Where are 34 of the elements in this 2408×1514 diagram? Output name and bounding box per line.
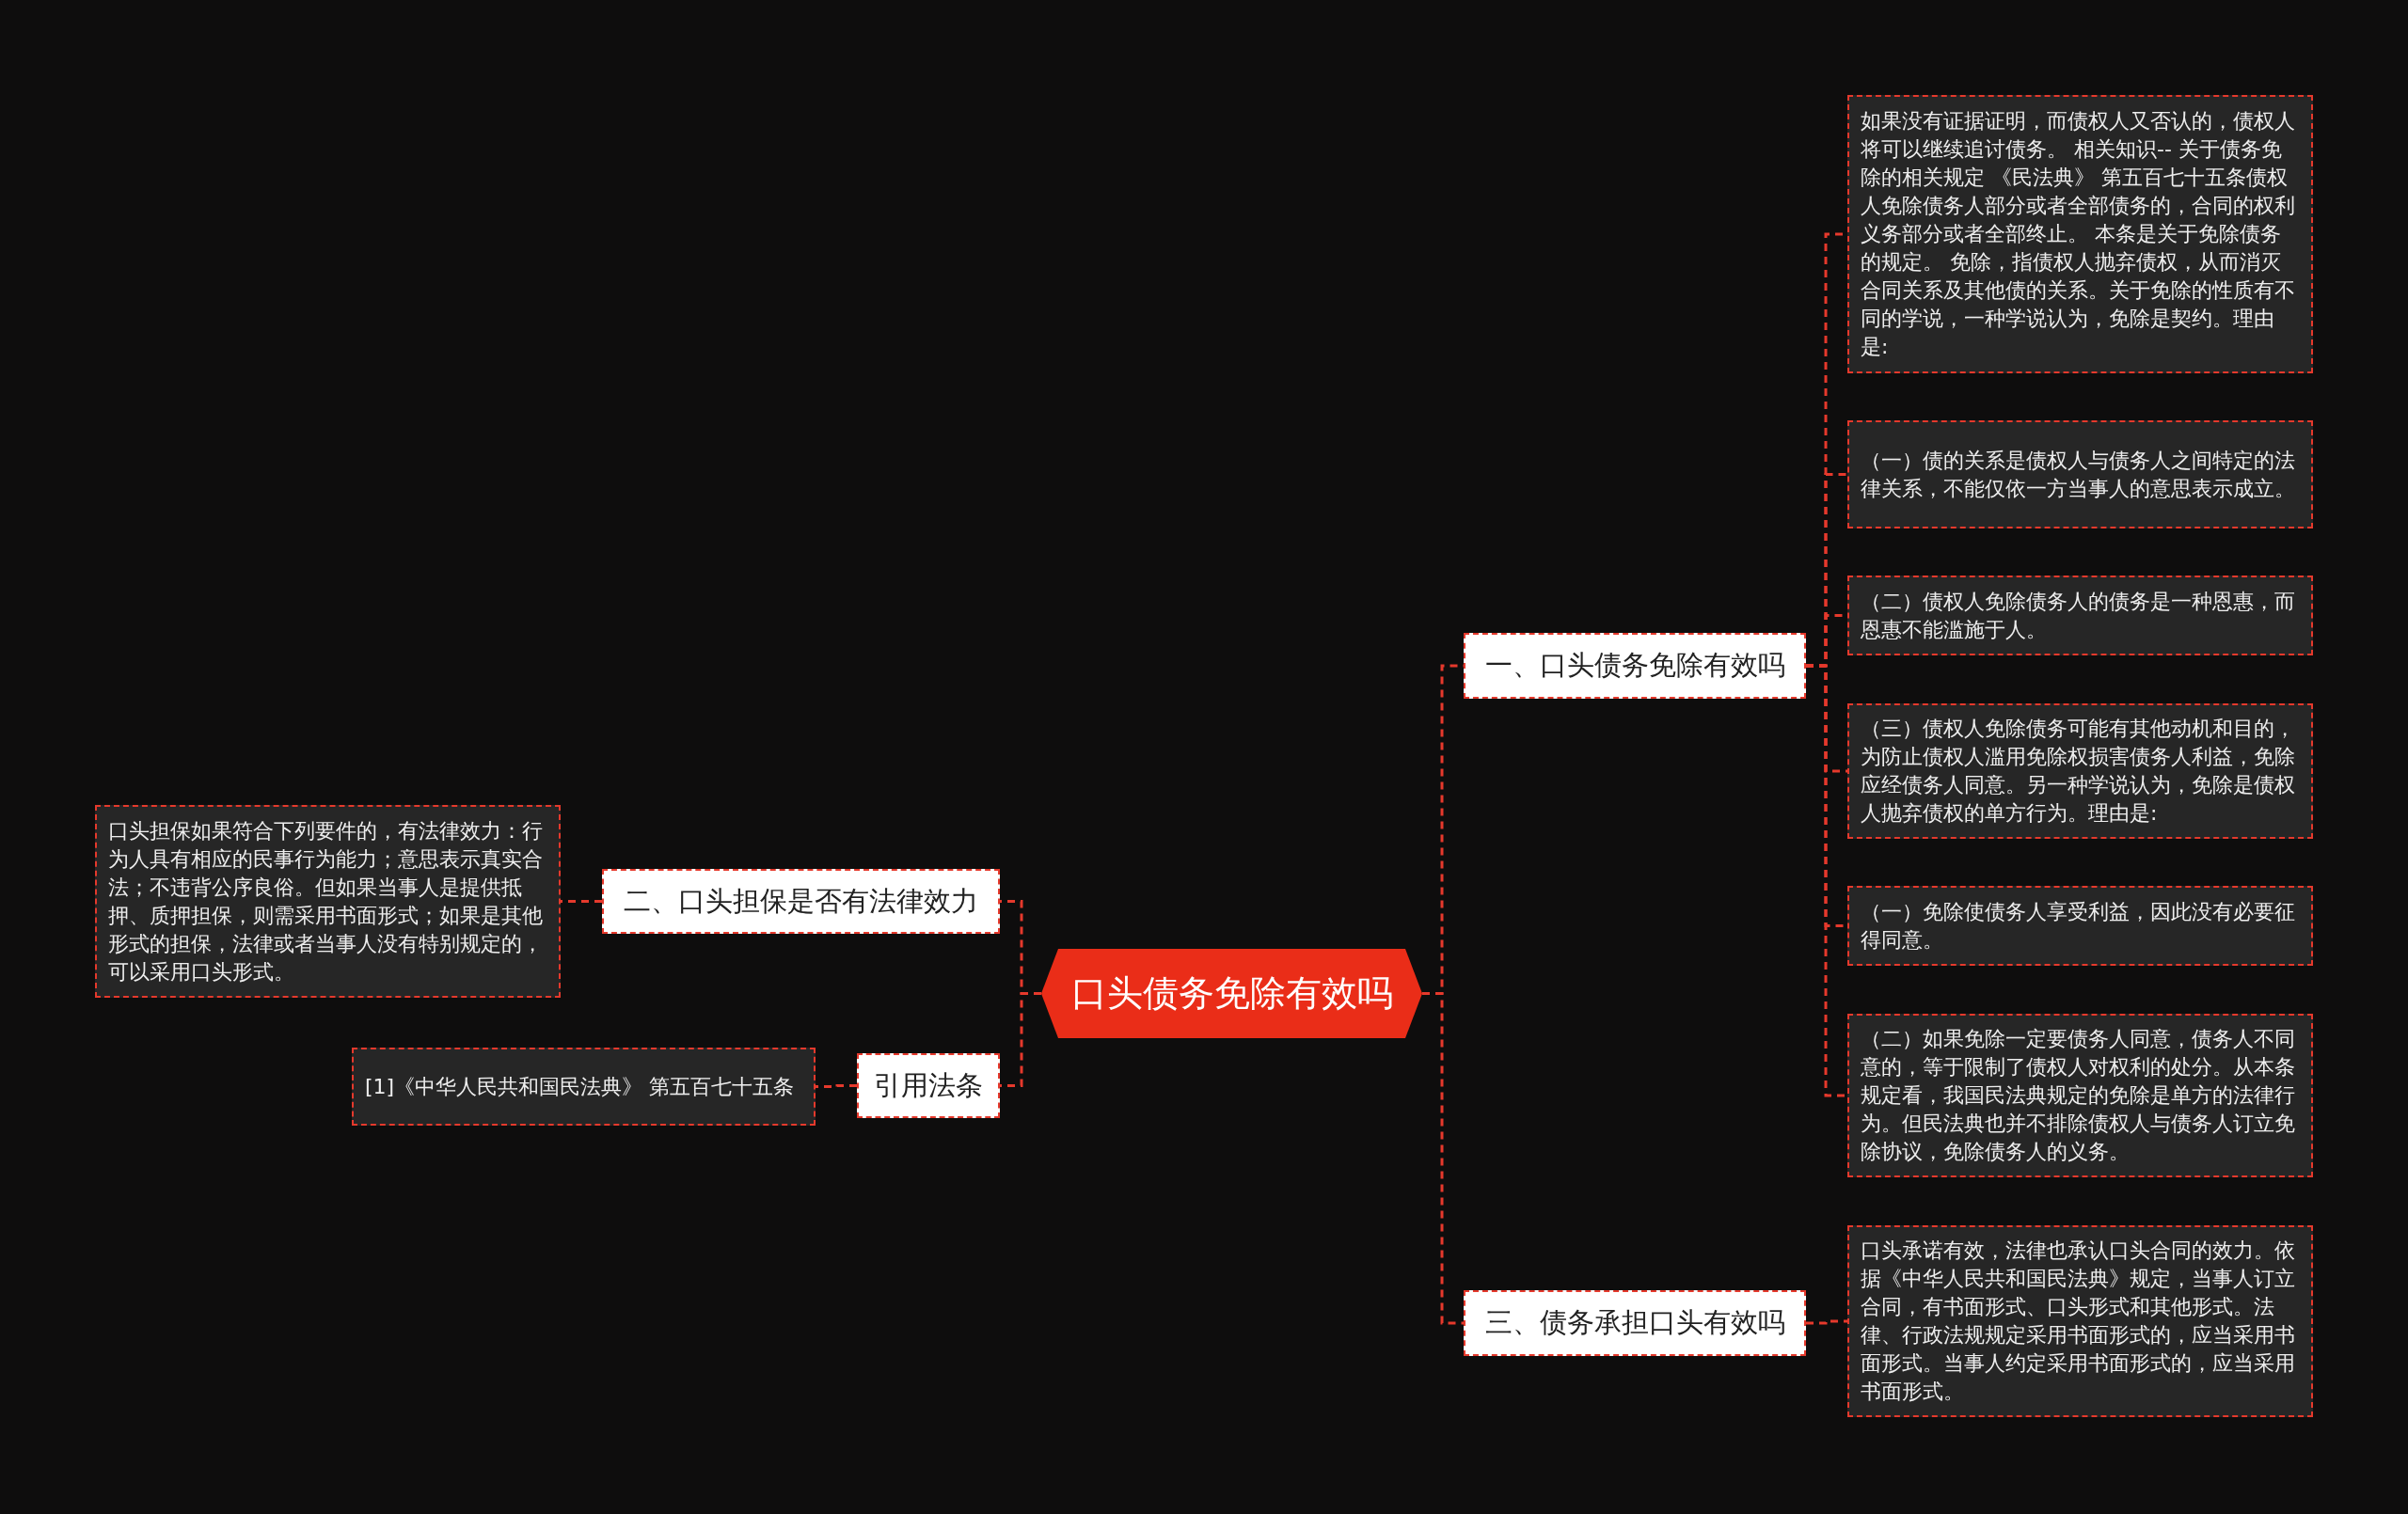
note-box xyxy=(1847,576,2313,655)
note-box xyxy=(1847,1225,2313,1417)
note-text: （二）债权人免除债务人的债务是一种恩惠，而恩惠不能滥施于人。 xyxy=(1861,588,2296,643)
connector-line xyxy=(561,900,602,903)
topic-box xyxy=(602,869,1000,934)
note-text: 口头承诺有效，法律也承认口头合同的效力。依据《中华人民共和国民法典》规定，当事人订立合同，有书面形式、口头形式和其他形式。法律、行政法规规定采用书面形式的，应当采用书面形式。当事人约定采用书面形式的，应当采用书面形式。 xyxy=(1861,1238,2296,1405)
note-text: （一）债的关系是债权人与债务人之间特定的法律关系，不能仅依一方当事人的意思表示成立。 xyxy=(1861,447,2296,502)
topic-label: 一、口头债务免除有效吗 xyxy=(1484,648,1785,683)
note-box xyxy=(1847,886,2313,966)
note-box xyxy=(1847,1014,2313,1177)
topic-box xyxy=(1464,1290,1806,1356)
connector-line xyxy=(1806,664,1847,1097)
connector-line xyxy=(1422,992,1464,1325)
connector-line xyxy=(816,1084,857,1088)
topic-label: 口头债务免除有效吗 xyxy=(1070,971,1393,1016)
topic-box xyxy=(1464,633,1806,699)
note-text: [1]《中华人民共和国民法典》 第五百七十五条 xyxy=(365,1073,795,1100)
note-box xyxy=(1847,420,2313,528)
note-text: （三）债权人免除债务可能有其他动机和目的，为防止债权人滥用免除权损害债务人利益，免除应经债务人同意。另一种学说认为，免除是债权人抛弃债权的单方行为。理由是: xyxy=(1861,716,2296,827)
topic-label: 二、口头担保是否有法律效力 xyxy=(624,883,978,919)
note-text: （二）如果免除一定要债务人同意，债务人不同意的，等于限制了债权人对权利的处分。从本条规定看，我国民法典规定的免除是单方的法律行为。但民法典也并不排除债权人与债务人订立免除协议，免除债务人的义务。 xyxy=(1861,1026,2296,1165)
connector-line xyxy=(1806,1319,1847,1325)
topic-label: 引用法条 xyxy=(874,1067,983,1103)
note-text: （一）免除使债务人享受利益，因此没有必要征得同意。 xyxy=(1861,898,2296,954)
note-text: 口头担保如果符合下列要件的，有法律效力：行为人具有相应的民事行为能力；意思表示真实合法；不违背公序良俗。但如果当事人是提供抵押、质押担保，则需采用书面形式；如果是其他形式的担保，法律或者当事人没有特别规定的，可以采用口头形式。 xyxy=(108,817,544,986)
note-box xyxy=(1847,703,2313,839)
connector-line xyxy=(1000,992,1041,1087)
topic-label: 三、债务承担口头有效吗 xyxy=(1484,1305,1785,1340)
note-box xyxy=(1847,95,2313,373)
topic-box xyxy=(857,1053,1000,1118)
note-box xyxy=(95,805,561,998)
note-box xyxy=(352,1048,816,1126)
note-text: 如果没有证据证明，而债权人又否认的，债权人将可以继续追讨债务。 相关知识-- 关于债务免除的相关规定 《民法典》 第五百七十五条债权人免除债务人部分或者全部债务的，合同的权利义务部分或者全部终止。 本条是关于免除债务的规定。 免除，指债权人抛弃债权，从而消灭合同关系及其他债的关系。关于免除的性质有不同的学说，一种学说认为，免除是契约。理由是: xyxy=(1861,108,2296,360)
central-topic xyxy=(1041,949,1422,1038)
